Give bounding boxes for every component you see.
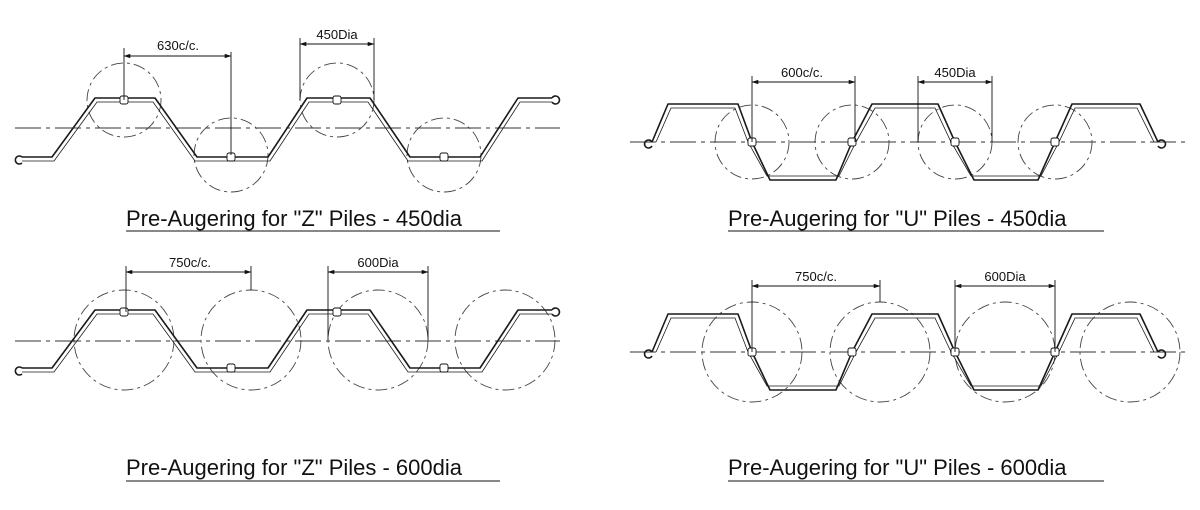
interlock: [226, 363, 236, 373]
spacing-dimension: 600c/c.: [751, 65, 856, 142]
end-clutch: [14, 307, 561, 376]
panel-z-600: 750c/c. 600Dia Pre-Augering for "Z" Pile…: [14, 255, 561, 482]
diameter-dimension: 600Dia: [954, 269, 1056, 352]
spacing-label: 600c/c.: [781, 65, 823, 80]
interlocks: [119, 95, 449, 162]
interlock: [950, 137, 960, 147]
interlock: [847, 347, 857, 357]
spacing-dimension: 630c/c.: [123, 38, 232, 155]
panel-title: Pre-Augering for "U" Piles - 450dia: [728, 206, 1067, 231]
auger-circles: [86, 62, 482, 193]
panel-u-450: 600c/c. 450Dia Pre-Augering for "U" Pile…: [630, 65, 1185, 232]
panel-title: Pre-Augering for "U" Piles - 600dia: [728, 455, 1067, 480]
panel-title: Pre-Augering for "Z" Piles - 450dia: [126, 206, 463, 231]
auger-circle: [193, 117, 269, 193]
interlock: [119, 307, 129, 317]
u-pile-profile-inner: [655, 317, 1155, 387]
diameter-label: 600Dia: [357, 255, 399, 270]
spacing-dimension: 750c/c.: [751, 269, 881, 352]
z-pile-profile: [22, 309, 552, 369]
interlock: [332, 95, 342, 105]
auger-circle: [714, 104, 790, 180]
interlock: [439, 152, 449, 162]
panel-title: Pre-Augering for "Z" Piles - 600dia: [126, 455, 463, 480]
auger-circle: [86, 62, 162, 138]
diameter-label: 600Dia: [984, 269, 1026, 284]
auger-circles: [73, 289, 556, 391]
u-pile-profile: [651, 103, 1159, 181]
auger-circle: [73, 289, 175, 391]
spacing-label: 750c/c.: [795, 269, 837, 284]
spacing-label: 750c/c.: [169, 255, 211, 270]
auger-circle: [454, 289, 556, 391]
panel-u-600: 750c/c. 600Dia Pre-Augering for "U" Pile…: [630, 269, 1185, 482]
diameter-label: 450Dia: [316, 27, 358, 42]
diameter-dimension: 450Dia: [299, 27, 375, 100]
end-clutch: [643, 139, 1167, 149]
spacing-dimension: 750c/c.: [125, 255, 252, 312]
u-pile-profile-inner: [655, 107, 1155, 177]
u-pile-profile: [651, 313, 1159, 391]
end-clutch: [643, 349, 1167, 359]
z-pile-profile: [22, 97, 552, 158]
diameter-dimension: 600Dia: [327, 255, 429, 340]
interlock: [439, 363, 449, 373]
interlock: [1050, 137, 1060, 147]
panel-z-450: 630c/c. 450Dia Pre-Augering for "Z" Pile…: [14, 27, 561, 232]
interlock: [332, 307, 342, 317]
interlock: [847, 137, 857, 147]
z-pile-profile-inner: [22, 101, 552, 162]
auger-circle: [327, 289, 429, 391]
end-clutch: [14, 95, 561, 165]
diameter-dimension: 450Dia: [917, 65, 993, 142]
z-pile-profile-inner: [22, 313, 552, 373]
auger-circle: [814, 104, 890, 180]
auger-circle: [1079, 301, 1181, 403]
diameter-label: 450Dia: [934, 65, 976, 80]
spacing-label: 630c/c.: [157, 38, 199, 53]
auger-circle: [1017, 104, 1093, 180]
